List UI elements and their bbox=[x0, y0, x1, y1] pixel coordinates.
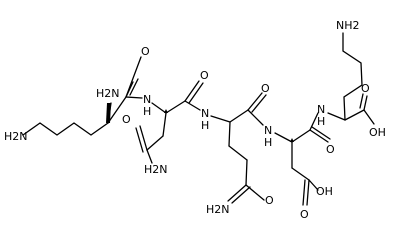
gln-amide-hydrogen-label: H bbox=[201, 119, 209, 132]
asp-side-hydroxyl-label: OH bbox=[316, 185, 333, 198]
bond-lines bbox=[22, 32, 375, 206]
gln-side-amine-label: H2N bbox=[206, 203, 230, 216]
asn-amide-hydrogen-label: H bbox=[143, 105, 151, 118]
lys1-carbonyl-oxygen-label: O bbox=[141, 45, 150, 58]
lys2-side-amine-label: NH2 bbox=[336, 19, 360, 32]
lys2-amide-hydrogen-label: H bbox=[317, 115, 325, 128]
gln-amide-nitrogen-label: N bbox=[201, 107, 209, 120]
asn-side-amine-label: H2N bbox=[144, 163, 168, 176]
asp-amide-hydrogen-label: H bbox=[264, 136, 272, 149]
lys2-amide-nitrogen-label: N bbox=[317, 103, 325, 116]
lys2-carboxyl-hydroxyl-label: OH bbox=[369, 126, 386, 139]
gln-side-oxygen-label: O bbox=[265, 194, 274, 207]
lys1-alpha-amine-label: H2N bbox=[96, 87, 120, 100]
asn-side-oxygen-label: O bbox=[122, 113, 131, 126]
asn-carbonyl-oxygen-label: O bbox=[200, 69, 209, 82]
asp-amide-nitrogen-label: N bbox=[264, 124, 272, 137]
asn-amide-nitrogen-label: N bbox=[143, 93, 151, 106]
lys2-carboxyl-oxygen-label: O bbox=[361, 82, 370, 95]
lys1-side-amine-label: H2N bbox=[4, 130, 28, 143]
asp-carbonyl-oxygen-label: O bbox=[326, 143, 335, 156]
gln-carbonyl-oxygen-label: O bbox=[261, 82, 270, 95]
stereo-wedges bbox=[106, 103, 294, 142]
asp-side-oxygen-label: O bbox=[300, 208, 309, 221]
